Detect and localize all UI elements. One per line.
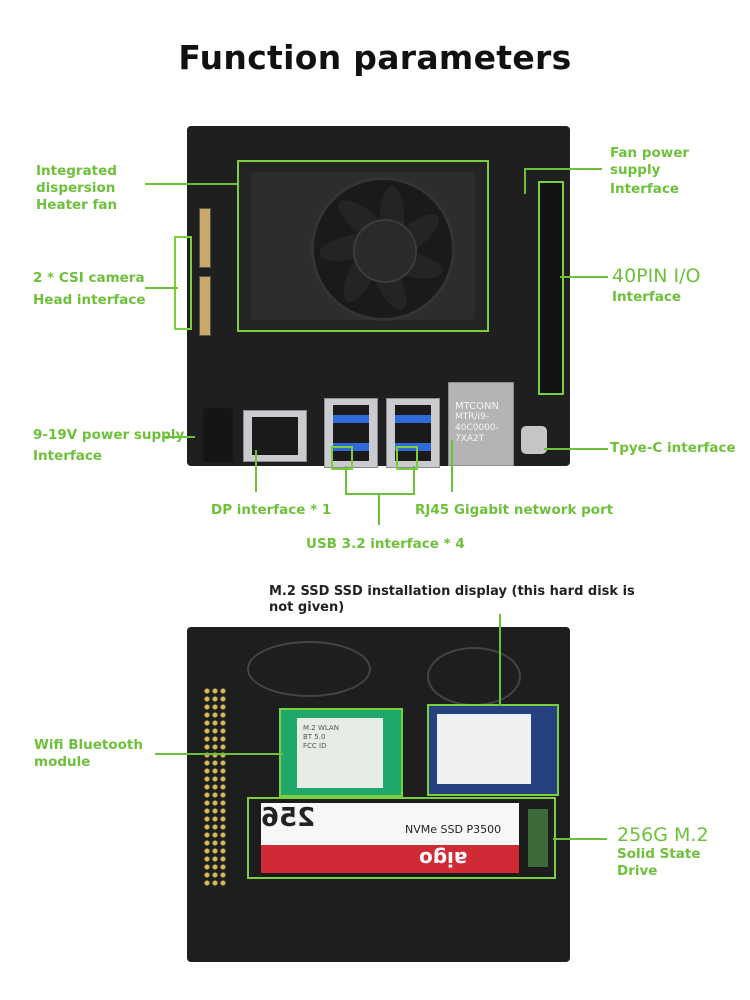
gpio-header <box>538 181 564 395</box>
rj45-label: RJ45 Gigabit network port <box>415 502 614 518</box>
jetson-carrier-board-top: MTCONN MTR/i9- 40C0000- 7XA2T <box>187 126 570 468</box>
page-title: Function parameters <box>178 38 572 77</box>
m2-ssd-small <box>427 704 559 796</box>
csi-highlight <box>174 236 192 330</box>
dp-port <box>243 410 307 462</box>
wifi-bluetooth-label: Wifi Bluetooth module <box>34 737 143 770</box>
fan-power-label: Fan power supply Interface <box>610 145 690 197</box>
rj45-port: MTCONN MTR/i9- 40C0000- 7XA2T <box>448 382 514 466</box>
m2-ssd-256g: 256 NVMe SSD P3500 aigo <box>247 797 556 879</box>
pin-header <box>203 687 227 887</box>
csi-connector-1 <box>199 208 211 268</box>
csi-camera-label: 2 * CSI camera Head interface <box>33 270 146 308</box>
gpio-label: 40PIN I/O Interface <box>612 265 701 305</box>
heatsink <box>251 172 475 321</box>
usb-highlight-2 <box>396 446 418 470</box>
power-supply-label: 9-19V power supply Interface <box>33 427 185 464</box>
usb-label: USB 3.2 interface * 4 <box>306 536 465 552</box>
compute-module <box>237 160 489 332</box>
usb-highlight-1 <box>331 446 353 470</box>
csi-connector-2 <box>199 276 211 336</box>
dc-jack <box>203 408 233 462</box>
m2-display-label: M.2 SSD SSD installation display (this h… <box>269 584 635 615</box>
antenna-cable-2 <box>247 641 371 697</box>
cooling-fan-icon <box>311 177 455 321</box>
heater-fan-label: Integrated dispersion Heater fan <box>36 163 118 213</box>
typec-label: Tpye-C interface <box>610 440 736 456</box>
antenna-cable <box>427 647 521 706</box>
ssd-label: 256G M.2 Solid State Drive <box>617 824 709 879</box>
usb-port-2 <box>386 398 440 468</box>
dp-label: DP interface * 1 <box>211 502 332 518</box>
typec-port <box>521 426 547 454</box>
